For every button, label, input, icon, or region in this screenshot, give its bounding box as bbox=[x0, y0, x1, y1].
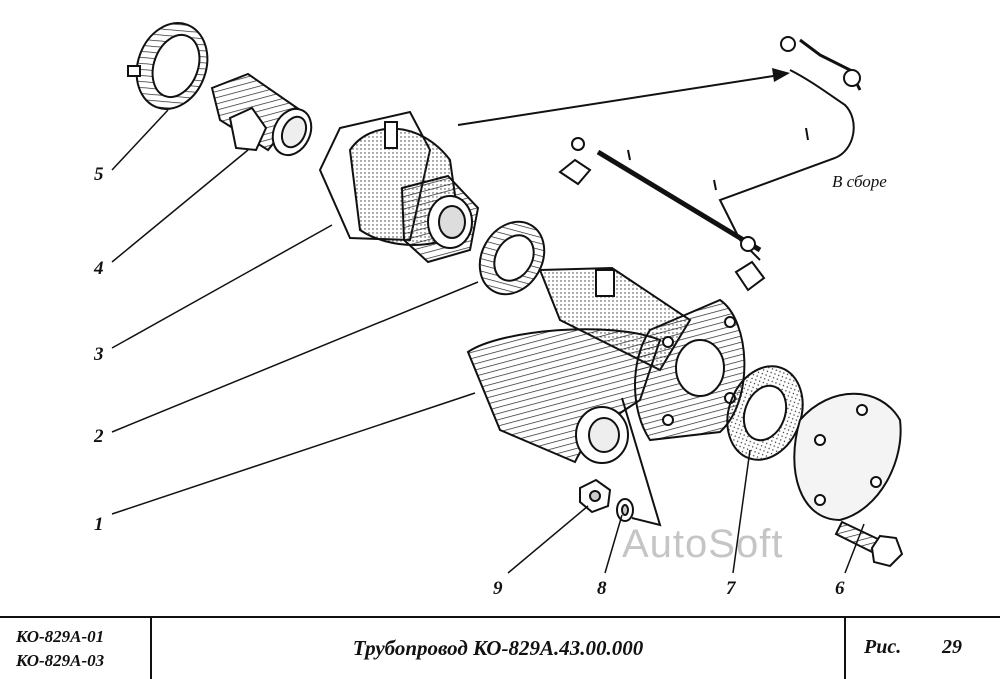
title-block: КО-829А-01 КО-829А-03 Трубопровод КО-829… bbox=[0, 616, 1000, 679]
part-6-bolt bbox=[834, 520, 904, 568]
watermark: AutoSoft bbox=[622, 522, 784, 566]
stud-indicator-line bbox=[621, 397, 662, 527]
assembly-label: В сборе bbox=[832, 172, 887, 191]
callout-8: 8 bbox=[597, 578, 607, 599]
callout-5: 5 bbox=[94, 164, 104, 185]
model-code-1: КО-829А-01 bbox=[16, 627, 105, 646]
model-cell: КО-829А-01 КО-829А-03 bbox=[0, 618, 152, 679]
callout-4: 4 bbox=[94, 258, 104, 279]
title-cell: Трубопровод КО-829А.43.00.000 bbox=[152, 618, 846, 679]
callout-7: 7 bbox=[726, 578, 736, 599]
callout-1: 1 bbox=[94, 514, 104, 535]
callout-2: 2 bbox=[94, 426, 104, 447]
exploded-parts-drawing bbox=[111, 22, 904, 574]
part-2-lock-nut bbox=[478, 220, 546, 296]
part-1-elbow-pipe bbox=[466, 266, 746, 464]
figure-label: Рис. bbox=[864, 636, 902, 658]
assembled-view-sketch bbox=[558, 36, 862, 292]
drawing-title: Трубопровод КО-829А.43.00.000 bbox=[352, 636, 644, 660]
part-8-washer bbox=[616, 498, 634, 522]
part-6-blind-flange bbox=[793, 392, 902, 522]
callout-9: 9 bbox=[493, 578, 503, 599]
callout-6: 6 bbox=[835, 578, 845, 599]
part-4-nipple bbox=[210, 72, 313, 157]
part-9-nut bbox=[579, 478, 612, 514]
model-code-2: КО-829А-03 bbox=[16, 651, 105, 670]
callout-3: 3 bbox=[94, 344, 104, 365]
assembly-arrow bbox=[457, 68, 790, 126]
leader-lines bbox=[111, 109, 865, 574]
figure-cell: Рис. 29 bbox=[846, 618, 1000, 679]
part-3-valve-body bbox=[318, 110, 480, 264]
part-5-union-nut bbox=[127, 22, 209, 110]
figure-number: 29 bbox=[942, 636, 962, 658]
part-7-gasket bbox=[726, 365, 804, 461]
